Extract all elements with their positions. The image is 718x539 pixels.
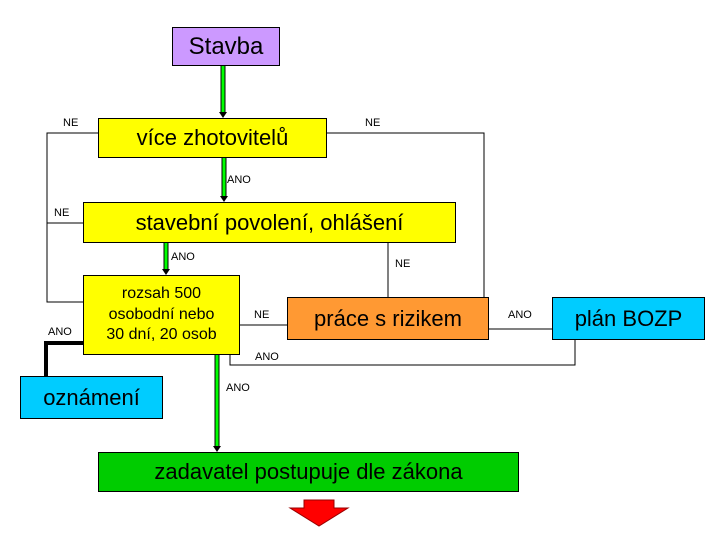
node-rozsah: rozsah 500 osobodní nebo 30 dní, 20 osob <box>83 275 240 355</box>
label-ne-left-mid: NE <box>54 207 70 219</box>
label-ano-rozsah-zadavatel: ANO <box>226 382 250 394</box>
label-ano-plan-back: ANO <box>255 351 279 363</box>
node-plan-bozp: plán BOZP <box>552 297 705 340</box>
label-ano-riziko-plan: ANO <box>508 309 532 321</box>
label-ne-left-top: NE <box>63 117 79 129</box>
label-ne-rozsah-riziko: NE <box>254 309 270 321</box>
node-zadavatel: zadavatel postupuje dle zákona <box>98 452 519 492</box>
edge-vice-ne-left <box>46 132 98 303</box>
label-ano-rozsah-oznameni: ANO <box>48 326 72 338</box>
edge-vice-ne-right <box>327 132 485 297</box>
output-arrow-icon <box>288 499 350 527</box>
label-ano-povoleni: ANO <box>171 251 195 263</box>
edge-plan-ano-back <box>229 340 576 366</box>
label-ne-povoleni-riziko: NE <box>395 258 411 270</box>
node-stavba: Stavba <box>172 27 280 66</box>
node-prace-s-rizikem: práce s rizikem <box>287 297 489 340</box>
node-stavebni-povoleni: stavební povolení, ohlášení <box>83 202 456 243</box>
node-vice-zhotovitelu: více zhotovitelů <box>98 118 327 158</box>
rozsah-line-2: osobodní nebo <box>108 305 215 323</box>
label-ne-right-top: NE <box>365 117 381 129</box>
main-flow-arrows <box>162 66 228 452</box>
rozsah-line-1: rozsah 500 <box>121 284 202 302</box>
label-ano-vice: ANO <box>227 174 251 186</box>
edge-rozsah-ano-oznameni <box>44 341 83 376</box>
node-oznameni: oznámení <box>20 376 163 419</box>
rozsah-line-3: 30 dní, 20 osob <box>106 326 217 344</box>
